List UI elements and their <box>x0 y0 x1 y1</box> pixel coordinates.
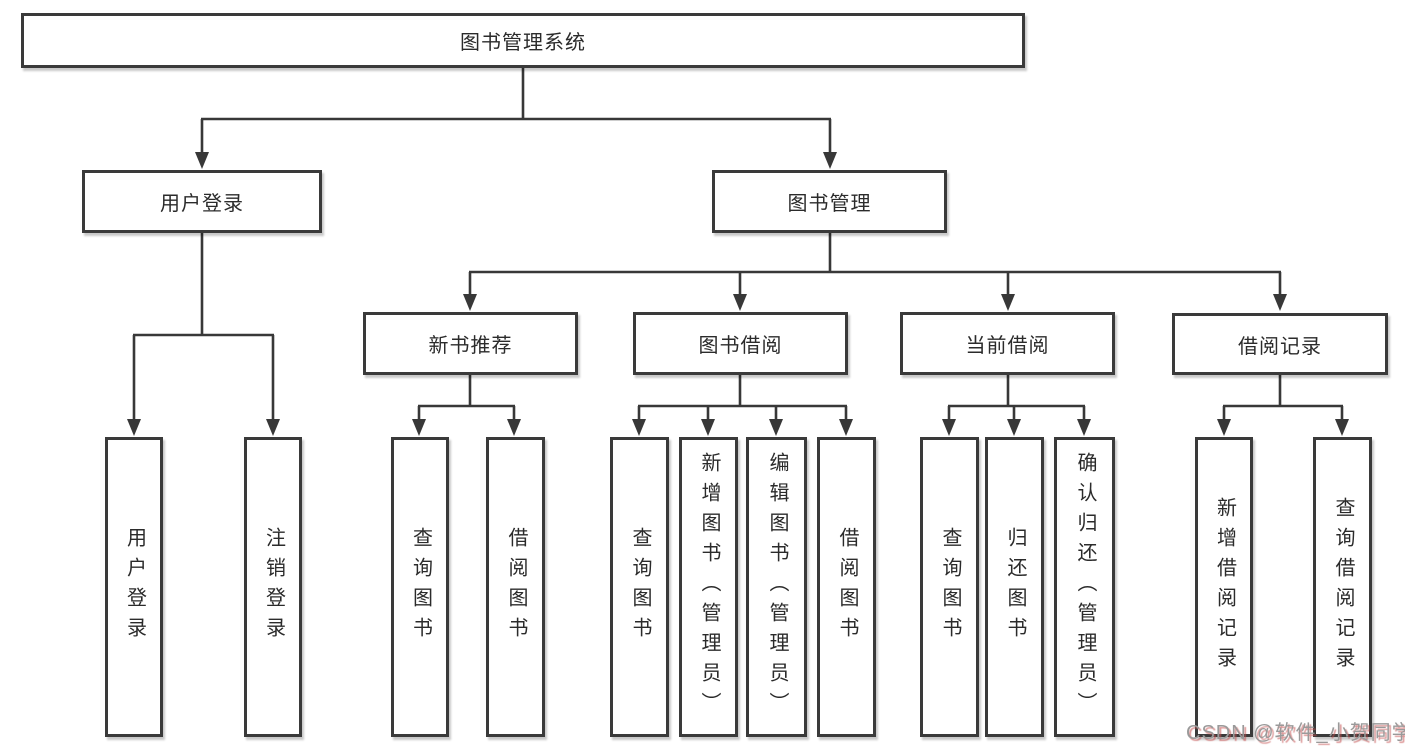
node-label: 查询图书 <box>939 527 961 647</box>
node-label: 新书推荐 <box>428 335 513 357</box>
node-borrow-records: 借阅记录 <box>1172 313 1388 375</box>
node-label: 用户登录 <box>160 193 244 215</box>
node-label: 图书管理系统 <box>460 32 586 54</box>
node-label: 编辑图书（管理员） <box>766 452 788 722</box>
node-label: 归还图书 <box>1004 527 1026 647</box>
leaf-logout: 注销登录 <box>244 437 302 737</box>
leaf-user-login: 用户登录 <box>105 437 163 737</box>
leaf-query-book-borrow: 查询图书 <box>610 437 669 737</box>
node-book-management: 图书管理 <box>712 170 947 233</box>
node-library-management-system: 图书管理系统 <box>21 13 1025 68</box>
leaf-add-borrow-record: 新增借阅记录 <box>1195 437 1253 737</box>
node-label: 查询借阅记录 <box>1332 497 1354 677</box>
node-label: 新增图书（管理员） <box>698 452 720 722</box>
node-label: 用户登录 <box>123 527 146 647</box>
leaf-edit-book-admin: 编辑图书（管理员） <box>746 437 807 737</box>
leaf-confirm-return-admin: 确认归还（管理员） <box>1054 437 1115 737</box>
node-book-borrow: 图书借阅 <box>633 312 848 375</box>
node-current-borrow: 当前借阅 <box>900 312 1115 375</box>
node-label: 确认归还（管理员） <box>1074 452 1096 722</box>
node-label: 借阅图书 <box>505 527 527 647</box>
leaf-add-book-admin: 新增图书（管理员） <box>679 437 738 737</box>
node-label: 新增借阅记录 <box>1213 497 1236 677</box>
node-label: 借阅图书 <box>836 527 858 647</box>
node-label: 查询图书 <box>629 527 651 647</box>
csdn-watermark: CSDN @软件_小贺同学 <box>1186 722 1405 744</box>
node-label: 图书管理 <box>787 193 872 215</box>
node-label: 图书借阅 <box>698 335 783 357</box>
leaf-borrow-book-recommend: 借阅图书 <box>486 437 545 737</box>
leaf-query-borrow-record: 查询借阅记录 <box>1313 437 1372 737</box>
node-user-login: 用户登录 <box>82 170 322 233</box>
leaf-borrow-book: 借阅图书 <box>817 437 876 737</box>
leaf-return-book: 归还图书 <box>985 437 1044 737</box>
leaf-query-book-recommend: 查询图书 <box>391 437 449 737</box>
node-label: 当前借阅 <box>965 335 1050 357</box>
node-label: 注销登录 <box>262 527 285 647</box>
node-new-book-recommend: 新书推荐 <box>363 312 578 375</box>
leaf-query-book-current: 查询图书 <box>920 437 979 737</box>
node-label: 借阅记录 <box>1238 335 1322 358</box>
node-label: 查询图书 <box>409 527 432 647</box>
